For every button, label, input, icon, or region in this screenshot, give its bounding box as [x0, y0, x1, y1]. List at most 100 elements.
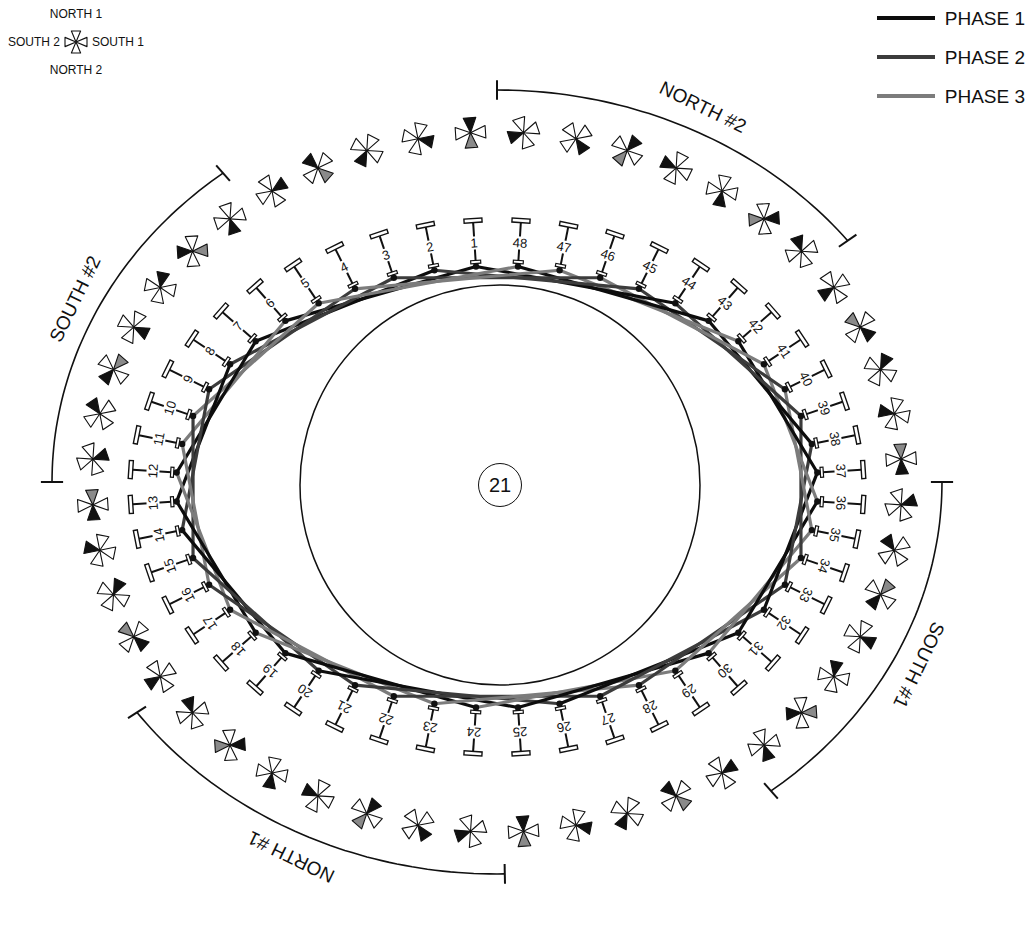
magnet-pole — [899, 494, 917, 511]
winding-terminal — [473, 704, 479, 710]
magnet-pole — [302, 153, 322, 172]
tooth-stem — [223, 312, 252, 338]
stator-tooth — [214, 628, 260, 671]
winding-terminal — [672, 668, 678, 674]
winding-terminal — [227, 607, 233, 613]
winding-terminal — [515, 704, 521, 710]
magnet-pole — [455, 126, 471, 140]
magnet-symbol — [82, 533, 117, 568]
magnet-pole — [829, 284, 848, 303]
tooth-head — [512, 751, 530, 756]
magnet-symbol — [813, 267, 855, 309]
magnet-pole — [856, 322, 876, 341]
magnet-symbol — [177, 235, 209, 267]
tooth-number: 20 — [295, 681, 316, 701]
tooth-number: 11 — [151, 430, 167, 448]
winding-terminal — [431, 267, 437, 273]
magnet-pole — [820, 272, 839, 291]
phase-winding — [675, 303, 801, 416]
magnet-pole — [560, 816, 577, 831]
winding-terminal — [173, 469, 179, 475]
stator-tooth — [326, 242, 362, 290]
magnet-symbol — [558, 808, 593, 843]
magnet-pole — [611, 801, 630, 819]
magnet-pole — [258, 175, 277, 194]
magnet-symbol — [655, 775, 697, 817]
magnet-pole — [157, 663, 176, 682]
tooth-stem — [768, 340, 800, 362]
tooth-number: 25 — [511, 724, 528, 738]
magnet-pole — [454, 825, 472, 842]
tooth-head — [128, 460, 133, 478]
magnet-symbol — [508, 815, 540, 847]
phase-winding — [182, 321, 285, 444]
winding-terminal — [190, 555, 196, 561]
callout-number: 21 — [489, 475, 511, 495]
magnet-pole — [306, 793, 324, 812]
winding-terminal — [735, 630, 741, 636]
magnet-pole — [876, 579, 895, 599]
winding-terminal — [391, 275, 397, 281]
tooth-stem — [194, 340, 226, 362]
magnet-symbol — [701, 752, 743, 794]
magnet-pole — [560, 133, 579, 152]
tooth-number: 39 — [815, 398, 833, 418]
bracket-tick — [839, 235, 857, 247]
legend-text: PHASE 1 — [945, 9, 1025, 28]
tooth-head — [185, 627, 198, 644]
magnet-symbol — [143, 270, 178, 305]
magnet-symbol — [816, 659, 851, 694]
magnet-symbol — [839, 306, 881, 348]
magnet-pole — [155, 673, 174, 692]
phase-winding — [675, 558, 801, 671]
tooth-head — [820, 596, 832, 614]
tooth-number: 38 — [827, 430, 843, 449]
tooth-head — [133, 530, 140, 548]
tooth-number: 22 — [376, 710, 396, 728]
region-bracket — [52, 173, 223, 482]
tooth-head — [370, 735, 388, 745]
tooth-stem — [294, 267, 316, 299]
region-label: NORTH #1 — [245, 828, 337, 886]
stator-tooth — [813, 522, 861, 548]
tooth-number: 9 — [180, 372, 196, 386]
magnet-pole — [893, 408, 910, 423]
phase-winding — [639, 289, 785, 389]
winding-terminal — [798, 555, 804, 561]
stator-tooth — [285, 258, 325, 305]
tooth-stem — [223, 636, 252, 662]
winding-terminal — [636, 682, 642, 688]
magnet-symbol — [74, 440, 112, 478]
magnet-pole — [84, 408, 103, 427]
tooth-number: 15 — [161, 556, 179, 576]
tooth-head — [128, 495, 133, 513]
line-sample-stroke — [877, 55, 935, 59]
magnet-pole — [878, 364, 897, 382]
magnet-pole — [753, 729, 770, 747]
region-bracket — [771, 482, 942, 791]
tooth-head — [145, 564, 155, 582]
tooth-head — [650, 242, 668, 254]
magnet-pole — [91, 448, 109, 465]
winding-terminal — [556, 701, 562, 707]
tooth-stem — [768, 613, 800, 635]
tooth-head — [416, 221, 434, 228]
tooth-stem — [336, 249, 353, 284]
magnet-symbol — [882, 486, 920, 524]
phase-winding — [209, 289, 355, 389]
magnet-symbol — [745, 726, 783, 764]
magnet-symbol — [782, 232, 820, 270]
tooth-number: 28 — [639, 697, 660, 716]
tooth-foot — [513, 710, 523, 714]
tooth-head — [765, 655, 780, 671]
tooth-stem — [678, 675, 700, 707]
stator-tooth — [784, 360, 832, 396]
magnet-symbol — [859, 573, 901, 615]
winding-terminal — [282, 650, 288, 656]
magnet-pole — [878, 545, 897, 564]
pole-key-label: NORTH 1 — [50, 8, 102, 20]
tooth-number: 35 — [827, 525, 843, 544]
bracket-tick — [504, 864, 506, 884]
stator-tooth — [464, 710, 485, 756]
magnet-pole — [573, 125, 592, 144]
